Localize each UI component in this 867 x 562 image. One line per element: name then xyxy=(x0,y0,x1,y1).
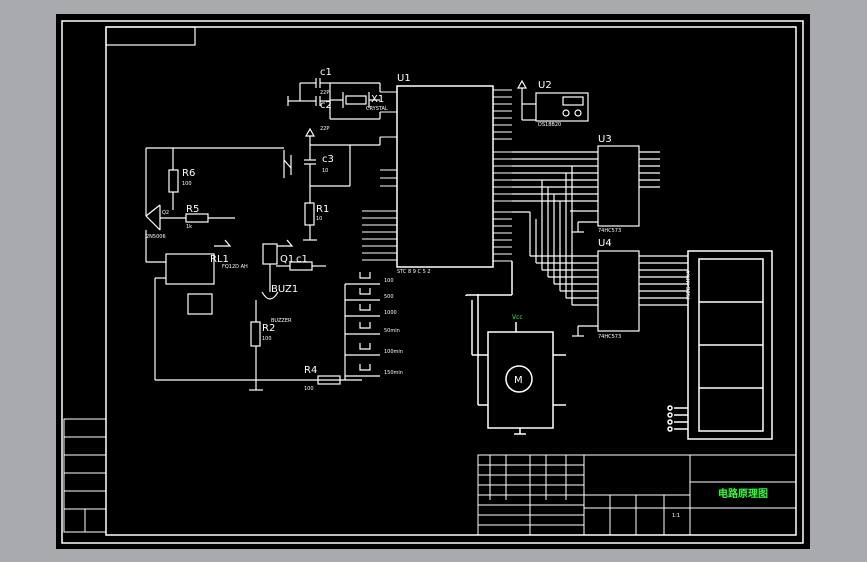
corner-box xyxy=(105,26,196,46)
outer-frame xyxy=(61,20,804,544)
r5-value: 1k xyxy=(186,224,192,230)
rl1-value: FQ12D AH xyxy=(222,264,248,270)
x1-ref: X1 xyxy=(371,94,384,105)
u2-sensor xyxy=(516,79,589,122)
r1-ref: R1 xyxy=(316,204,329,215)
u4-ref: U4 xyxy=(598,238,612,249)
r4-value: 100 xyxy=(304,386,314,392)
u1-mcu: U1 STC 8 9 C 5 2 xyxy=(362,73,512,275)
switch-bank xyxy=(340,272,380,381)
buzzer-circuit xyxy=(249,239,326,391)
inner-frame xyxy=(105,26,797,536)
switch-label: 100 xyxy=(384,278,394,284)
r1-value: 10 xyxy=(316,216,322,222)
drawing-area xyxy=(56,14,810,549)
c3-ref: c3 xyxy=(322,154,334,165)
title-block xyxy=(477,454,797,536)
c1-ref: c1 xyxy=(320,67,332,78)
r2-ref: R2 xyxy=(262,323,275,334)
relay-driver xyxy=(145,148,340,381)
u1-part: STC 8 9 C 5 2 xyxy=(397,269,431,275)
motor-h-bridge xyxy=(465,261,566,435)
u3-ref: U3 xyxy=(598,134,612,145)
r5-ref: R5 xyxy=(186,204,199,215)
switch-label: 150min xyxy=(384,370,403,376)
c3-value: 10 xyxy=(322,168,328,174)
switch-label: 1000 xyxy=(384,310,397,316)
switch-label: 50min xyxy=(384,328,400,334)
motor-ref: M xyxy=(514,375,523,386)
motor-vcc-label: Vcc xyxy=(512,314,523,321)
r4-ref: R4 xyxy=(304,365,317,376)
rl1-ref: RL1 xyxy=(210,254,229,265)
drawing-title: 电路原理图 xyxy=(718,487,768,500)
u4-latch xyxy=(512,166,688,337)
q1-ref: Q1 xyxy=(280,254,294,265)
u2-part: DS18B20 xyxy=(538,122,561,128)
display-ref: 7SEG-MPX4 xyxy=(686,271,692,300)
r6-value: 100 xyxy=(182,181,192,187)
c1b-ref: c1 xyxy=(296,254,308,265)
u4-part: 74HC573 xyxy=(598,334,621,340)
c1-value: 22P xyxy=(320,90,329,96)
oscillator xyxy=(287,78,381,120)
u1-ref: U1 xyxy=(397,73,411,84)
switch-labels: 100 500 1000 50min 100min 150min xyxy=(384,278,403,376)
drawing-scale: 1:1 xyxy=(672,513,680,519)
switch-label: 100min xyxy=(384,349,403,355)
c2-value: 22P xyxy=(320,126,329,132)
r6-ref: R6 xyxy=(182,168,195,179)
q2-value: 2N5006 xyxy=(146,234,166,240)
u2-ref: U2 xyxy=(538,80,552,91)
buz1-value: BUZZER xyxy=(271,318,292,324)
switch-label: 500 xyxy=(384,294,394,300)
x1-value: CRYSTAL xyxy=(366,106,388,112)
u3-latch xyxy=(512,145,660,233)
revision-strip xyxy=(63,418,107,533)
reset-circuit xyxy=(146,127,381,241)
c2-ref: c2 xyxy=(320,100,332,111)
r2-value: 100 xyxy=(262,336,272,342)
seven-segment-display xyxy=(667,250,773,440)
q2-ref: Q2 xyxy=(162,210,169,216)
u3-part: 74HC573 xyxy=(598,228,621,234)
buz1-ref: BUZ1 xyxy=(271,284,298,295)
